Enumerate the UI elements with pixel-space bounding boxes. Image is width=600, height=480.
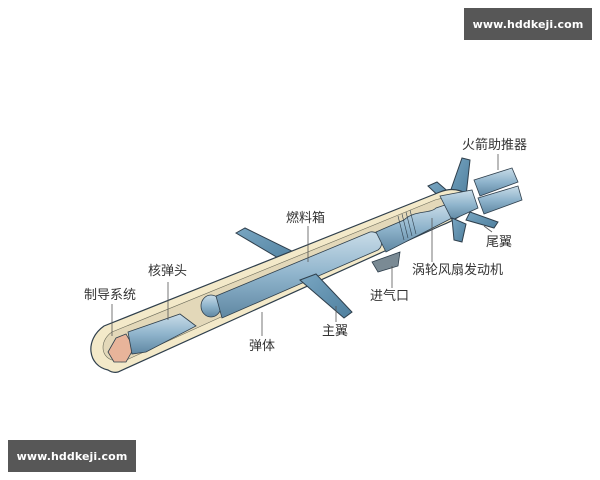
nuclear-warhead [127, 313, 197, 355]
tail-fin-bottom [451, 217, 467, 243]
watermark-bottom-left: www.hddkeji.com [8, 440, 136, 472]
label-air-intake: 进气口 [370, 289, 410, 304]
label-missile-body: 弹体 [249, 339, 276, 354]
air-intake [371, 251, 401, 273]
label-guidance-system: 制导系统 [84, 288, 137, 303]
label-fuel-tank: 燃料箱 [286, 211, 326, 226]
label-turbofan-engine: 涡轮风扇发动机 [412, 263, 504, 278]
label-rocket-booster: 火箭助推器 [462, 138, 528, 153]
tail-fin-right [465, 211, 499, 229]
main-wing-lower [299, 273, 353, 319]
label-main-wing: 主翼 [322, 324, 349, 339]
label-nuclear-warhead: 核弹头 [148, 264, 188, 279]
fan-blades [397, 209, 417, 241]
watermark-top-right: www.hddkeji.com [464, 8, 592, 40]
label-tail-fin: 尾翼 [486, 235, 513, 250]
rocket-booster-upper [473, 167, 519, 197]
rocket-booster-lower [477, 185, 523, 215]
leader-lines [111, 154, 499, 336]
tail-section [439, 189, 479, 221]
